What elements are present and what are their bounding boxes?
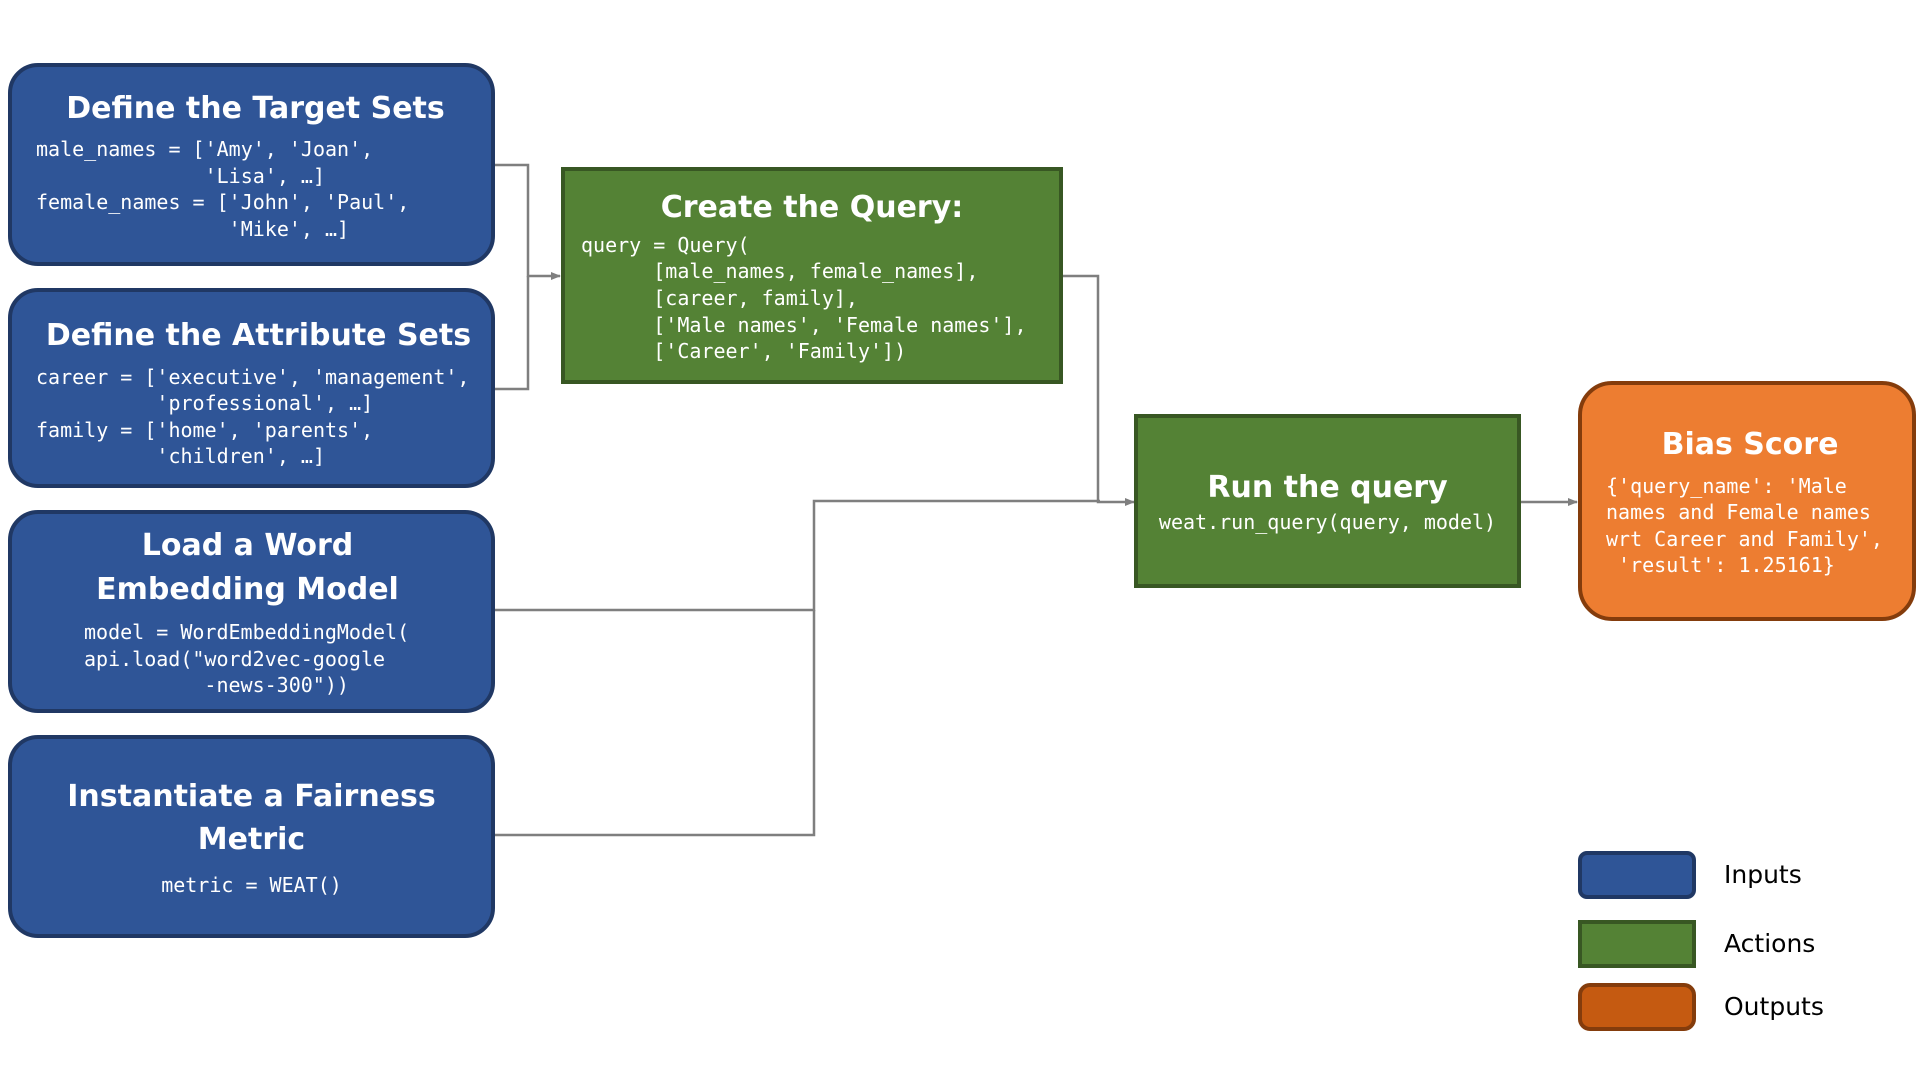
connector-target-sets	[495, 163, 561, 280]
fairness-metric-code: metric = WEAT()	[161, 872, 342, 897]
legend-swatch-outputs	[1578, 983, 1696, 1031]
connector-create-query	[1063, 274, 1135, 506]
legend-label-outputs: Outputs	[1724, 992, 1824, 1021]
run-query-code: weat.run_query(query, model)	[1158, 510, 1497, 535]
fairness-metric-title: Instantiate a Fairness Metric	[67, 778, 436, 858]
legend-label-inputs: Inputs	[1724, 860, 1802, 889]
run-query-box: Run the query weat.run_query(query, mode…	[1134, 414, 1521, 588]
embedding-model-box: Load a Word Embedding Model model = Word…	[8, 510, 495, 713]
legend-swatch-actions	[1578, 920, 1696, 968]
create-query-title: Create the Query:	[660, 190, 964, 226]
embedding-model-code: model = WordEmbeddingModel( api.load("wo…	[84, 620, 410, 698]
run-query-title: Run the query	[1207, 469, 1448, 505]
attribute-sets-code: career = ['executive', 'management', 'pr…	[36, 364, 470, 469]
bias-score-box: Bias Score {'query_name': 'Male names an…	[1578, 381, 1916, 621]
fairness-metric-box: Instantiate a Fairness Metric metric = W…	[8, 735, 495, 938]
create-query-code: query = Query( [male_names, female_names…	[581, 232, 1027, 364]
legend-swatch-inputs	[1578, 851, 1696, 899]
attribute-sets-title: Define the Attribute Sets	[45, 318, 472, 354]
attribute-sets-box: Define the Attribute Sets career = ['exe…	[8, 288, 495, 488]
legend-label-actions: Actions	[1724, 929, 1816, 958]
target-sets-box: Define the Target Sets male_names = ['Am…	[8, 63, 495, 266]
connector-attribute-sets	[495, 276, 530, 391]
connector-embedding-model	[495, 499, 1100, 612]
create-query-box: Create the Query: query = Query( [male_n…	[561, 167, 1063, 384]
connector-fairness-metric	[495, 610, 816, 837]
bias-score-title: Bias Score	[1661, 427, 1839, 463]
embedding-model-title: Load a Word Embedding Model	[96, 528, 399, 607]
target-sets-code: male_names = ['Amy', 'Joan', 'Lisa', …] …	[36, 137, 410, 241]
target-sets-title: Define the Target Sets	[66, 90, 445, 126]
bias-score-code: {'query_name': 'Male names and Female na…	[1606, 473, 1883, 578]
